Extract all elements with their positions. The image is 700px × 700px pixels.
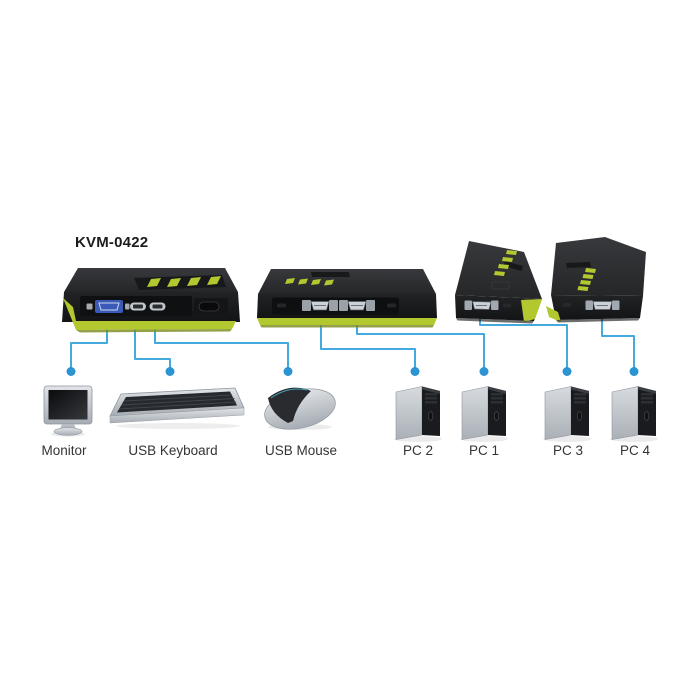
green-corner — [546, 306, 561, 322]
label-pc1: PC 1 — [468, 443, 499, 458]
base-shadow — [456, 318, 534, 324]
connection-dot-pc2 — [410, 367, 420, 376]
monitor-base — [53, 427, 83, 436]
pc1-tower-icon — [460, 386, 508, 442]
mouse-icon — [264, 387, 336, 430]
power-button — [576, 411, 583, 421]
slot — [562, 303, 571, 307]
tower-side — [544, 386, 572, 440]
connection-line-keyboard — [134, 312, 171, 368]
monitor-icon — [43, 385, 93, 437]
keyboard-icon — [109, 387, 245, 429]
green-base — [257, 318, 437, 325]
keyboard-key-rows — [118, 394, 237, 410]
select-buttons — [147, 276, 221, 287]
mouse-accent-line — [270, 388, 308, 399]
tower-side — [395, 386, 423, 440]
top-recess-bar — [311, 272, 350, 277]
product-model-title: KVM-0422 — [75, 234, 149, 251]
select-buttons — [577, 268, 596, 291]
tower-side — [611, 386, 639, 440]
kvm-switch-angled-view-b — [546, 237, 646, 323]
base-shadow — [76, 329, 232, 333]
connection-dot-keyboard — [165, 367, 175, 376]
power-button — [643, 411, 650, 421]
pc-port-b — [339, 300, 375, 311]
power-slot — [198, 301, 220, 312]
power-button — [493, 411, 500, 421]
device-top-face — [551, 237, 646, 296]
pc4-tower-icon — [610, 386, 658, 442]
monitor-screen — [48, 390, 88, 420]
pc2-tower-icon — [394, 386, 442, 442]
pc-port — [464, 300, 499, 310]
connection-dot-mouse — [283, 367, 293, 376]
connection-line-pc4 — [601, 308, 635, 368]
tower-front-bevel — [638, 386, 656, 394]
label-monitor: Monitor — [41, 443, 87, 458]
kvm-switch-angled-view-a — [455, 241, 542, 324]
usb-glyph-icon — [125, 303, 130, 310]
green-corner — [521, 299, 542, 322]
connection-dot-pc1 — [479, 367, 489, 376]
top-recess-bar — [503, 261, 523, 271]
select-buttons — [285, 278, 334, 286]
label-mouse: USB Mouse — [264, 443, 338, 458]
vga-port-inner — [98, 302, 120, 311]
top-emboss — [491, 281, 510, 290]
mouse-grip — [268, 387, 311, 423]
connection-line-pc2 — [320, 312, 416, 368]
slot-left — [277, 303, 286, 308]
tower-front-bevel — [488, 386, 506, 394]
base-shadow — [556, 318, 640, 323]
power-button — [427, 411, 434, 421]
slot — [503, 303, 511, 308]
label-pc3: PC 3 — [552, 443, 583, 458]
green-base — [63, 298, 236, 330]
device-top-face — [455, 241, 542, 299]
tower-front-bevel — [571, 386, 589, 394]
monitor-glyph-icon — [86, 303, 93, 310]
usb-port-1 — [130, 302, 146, 311]
label-pc4: PC 4 — [619, 443, 650, 458]
slot-right — [387, 303, 396, 308]
select-buttons — [494, 250, 517, 276]
usb-port-2 — [149, 302, 166, 311]
device-top-face — [258, 269, 436, 294]
keyboard-shadow — [116, 423, 240, 429]
tower-front-bevel — [422, 386, 440, 394]
pc-port — [585, 300, 620, 310]
pc3-tower-icon — [543, 386, 591, 442]
pc-port-a — [302, 300, 338, 311]
kvm-switch-rear-view — [257, 269, 437, 328]
vga-console-port — [95, 300, 123, 313]
kvm-switch-front-view — [62, 268, 240, 333]
connection-dot-pc4 — [629, 367, 639, 376]
label-keyboard: USB Keyboard — [128, 443, 218, 458]
keyboard-front-edge — [109, 407, 245, 424]
top-recess-bar — [566, 262, 591, 268]
connection-dot-pc3 — [562, 367, 572, 376]
tower-side — [461, 386, 489, 440]
connection-dot-monitor — [66, 367, 76, 376]
base-shadow — [260, 325, 434, 328]
connection-dots — [66, 367, 639, 376]
label-pc2: PC 2 — [402, 443, 433, 458]
